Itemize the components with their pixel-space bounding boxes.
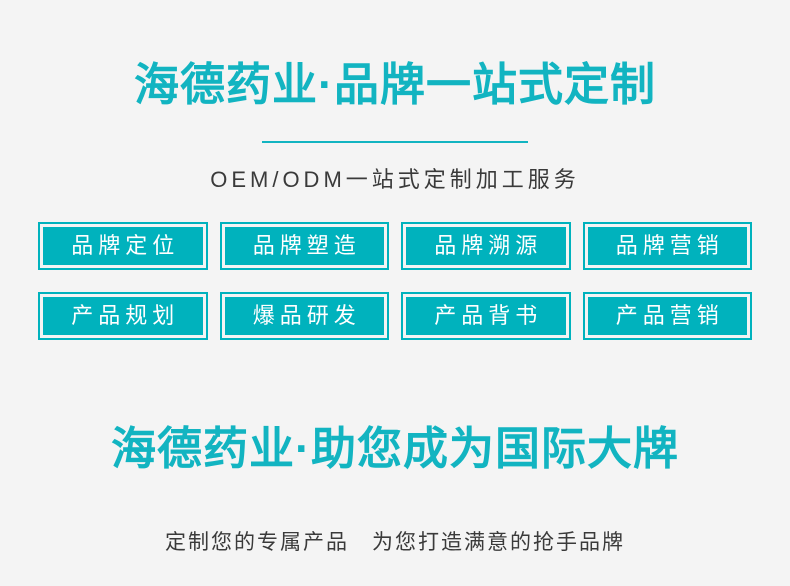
service-tag-label: 产品营销 (615, 303, 724, 328)
footer-tagline: 定制您的专属产品 为您打造满意的抢手品牌 (165, 531, 625, 554)
service-tag-brand-traceability[interactable]: 品牌溯源 (401, 222, 571, 270)
page-title: 海德药业·品牌一站式定制 (134, 59, 656, 110)
service-tag-label: 品牌营销 (615, 233, 724, 258)
service-tag-label: 产品背书 (434, 303, 543, 328)
page-subtitle: OEM/ODM一站式定制加工服务 (210, 167, 580, 192)
service-tag-label: 爆品研发 (252, 303, 361, 328)
service-tag-label: 品牌溯源 (434, 233, 543, 258)
title-divider (262, 141, 528, 143)
footer-headline: 海德药业·助您成为国际大牌 (111, 423, 679, 474)
service-tag-label: 品牌塑造 (252, 233, 361, 258)
service-tag-row: 产品规划 爆品研发 产品背书 产品营销 (38, 292, 752, 340)
service-tag-label: 品牌定位 (71, 233, 180, 258)
service-tag-brand-positioning[interactable]: 品牌定位 (38, 222, 208, 270)
service-tag-brand-marketing[interactable]: 品牌营销 (582, 222, 752, 270)
service-tag-row: 品牌定位 品牌塑造 品牌溯源 品牌营销 (38, 222, 752, 270)
service-tag-product-marketing[interactable]: 产品营销 (582, 292, 752, 340)
service-tag-product-planning[interactable]: 产品规划 (38, 292, 208, 340)
service-tag-label: 产品规划 (71, 303, 180, 328)
service-tag-hit-product-rnd[interactable]: 爆品研发 (219, 292, 389, 340)
service-tag-product-endorsement[interactable]: 产品背书 (401, 292, 571, 340)
service-tag-grid: 品牌定位 品牌塑造 品牌溯源 品牌营销 产品规划 爆品研发 产品背书 (38, 222, 752, 340)
service-tag-brand-shaping[interactable]: 品牌塑造 (219, 222, 389, 270)
